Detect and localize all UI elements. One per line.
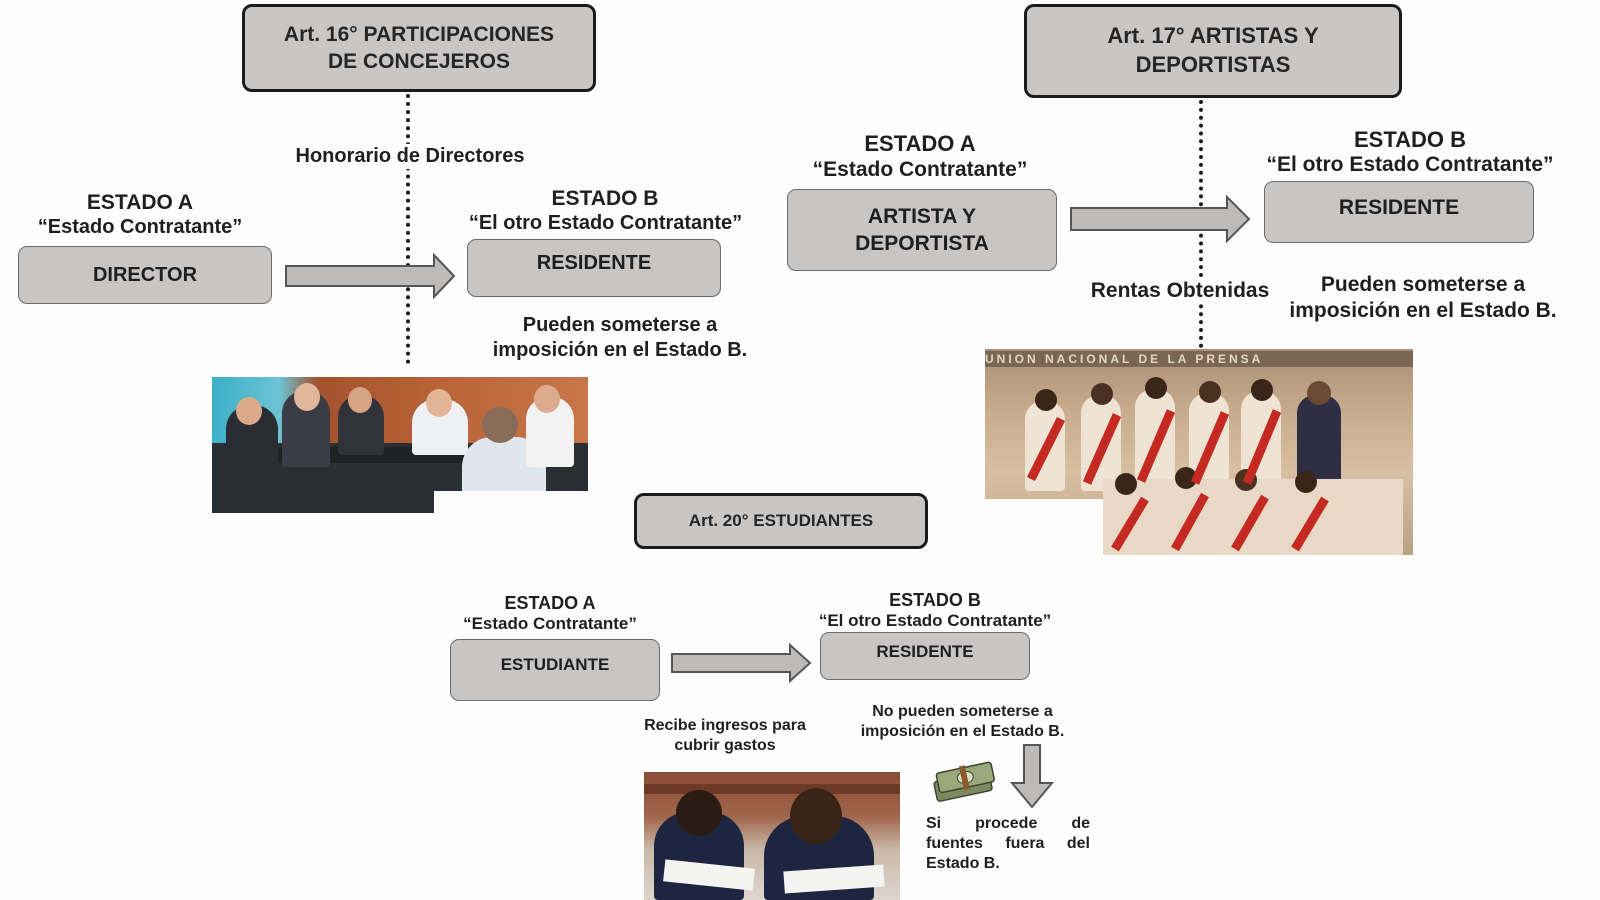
art20-tax-note: No pueden someterse a imposición en el E… [840, 702, 1085, 742]
art20-estado-b-subtitle: “El otro Estado Contratante” [805, 610, 1065, 631]
art20-income-note: Recibe ingresos para cubrir gastos [625, 716, 825, 756]
condition-line: Si procede de [926, 814, 1090, 834]
art16-estado-b-title: ESTADO B [490, 186, 720, 212]
down-arrow-icon [1010, 743, 1054, 809]
art20-flow-arrow [670, 643, 812, 683]
art16-title-box: Art. 16° PARTICIPACIONES DE CONCEJEROS [242, 4, 596, 92]
art17-flow-arrow [1069, 194, 1251, 244]
condition-line: fuentes fuera del [926, 834, 1090, 854]
art17-estado-b-title: ESTADO B [1290, 126, 1530, 154]
art17-tax-note: Pueden someterse a imposición en el Esta… [1268, 272, 1578, 325]
art17-title-box: Art. 17° ARTISTAS Y DEPORTISTAS [1024, 4, 1402, 98]
art16-dotted-divider [406, 94, 410, 364]
art20-estado-b-title: ESTADO B [845, 589, 1025, 612]
art17-estado-a-title: ESTADO A [800, 130, 1040, 158]
art16-residente-box: RESIDENTE [467, 239, 721, 297]
art16-director-box: DIRECTOR [18, 246, 272, 304]
art17-team-photo: UNION NACIONAL DE LA PRENSA [985, 349, 1413, 555]
art20-students-photo [644, 772, 900, 900]
art20-estado-a-subtitle: “Estado Contratante” [445, 613, 655, 634]
art20-residente-box: RESIDENTE [820, 632, 1030, 680]
art16-flow-arrow [284, 252, 456, 300]
art20-estudiante-box: ESTUDIANTE [450, 639, 660, 701]
art17-residente-box: RESIDENTE [1264, 181, 1534, 243]
condition-line: Estado B. [926, 854, 1090, 874]
art17-estado-b-subtitle: “El otro Estado Contratante” [1245, 152, 1575, 178]
art16-tax-note: Pueden someterse a imposición en el Esta… [470, 313, 770, 363]
art16-concept-label: Honorario de Directores [270, 144, 550, 169]
money-icon [928, 758, 998, 804]
art20-condition-note: Si procede de fuentes fuera del Estado B… [926, 814, 1090, 874]
art20-estado-a-title: ESTADO A [460, 592, 640, 615]
art16-estado-a-subtitle: “Estado Contratante” [20, 215, 260, 240]
art16-estado-a-title: ESTADO A [30, 190, 250, 216]
art16-meeting-photo [212, 377, 588, 513]
art17-artista-box: ARTISTA Y DEPORTISTA [787, 189, 1057, 271]
art17-estado-a-subtitle: “Estado Contratante” [790, 157, 1050, 183]
art16-estado-b-subtitle: “El otro Estado Contratante” [448, 211, 763, 236]
art17-concept-label: Rentas Obtenidas [1070, 278, 1290, 304]
art20-title-box: Art. 20° ESTUDIANTES [634, 493, 928, 549]
